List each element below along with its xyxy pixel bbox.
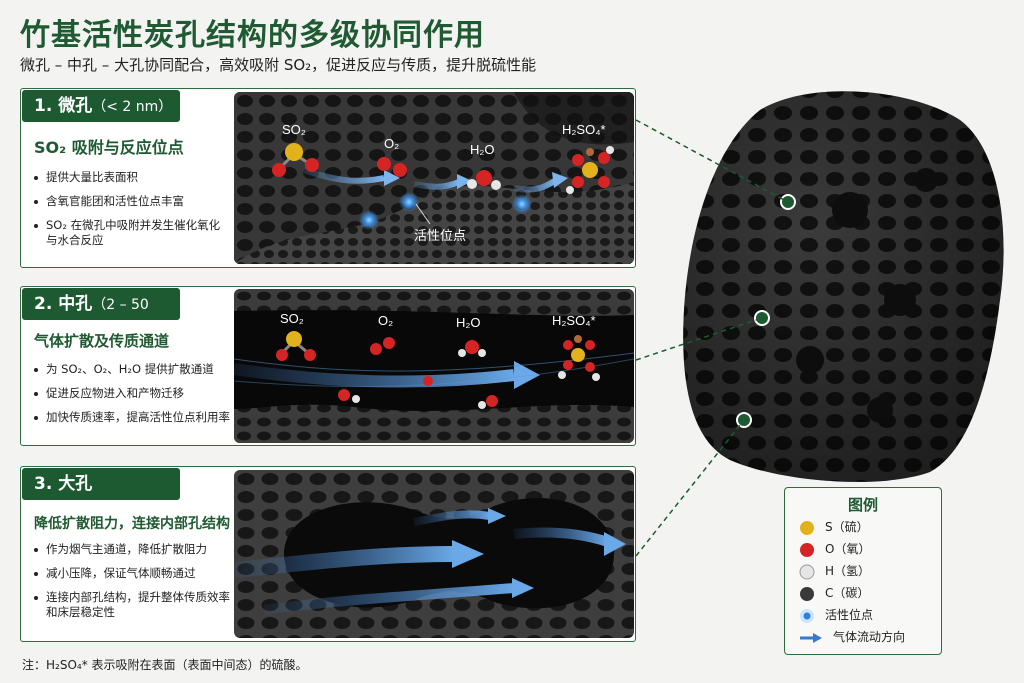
page-subtitle: 微孔 – 中孔 – 大孔协同配合，高效吸附 SO₂，促进反应与传质，提升脱硫性能 [20,56,537,74]
macropore-illustration [234,470,634,638]
mesopore-range: （2 – 50 nm） [34,297,149,346]
micro-label-h2o: H₂O [470,142,495,157]
micro-label-o2: O₂ [384,136,399,151]
legend-label: H（氢） [825,564,871,578]
legend-item-carbon: C（碳） [799,584,869,602]
legend-item-hydrogen: H（氢） [799,562,870,580]
micropore-badge: 1. 微孔（< 2 nm） [22,90,180,122]
mesopore-badge-label: 2. 中孔 [34,294,93,314]
legend-title: 图例 [847,496,878,514]
mesopore-bullets: 为 SO₂、O₂、H₂O 提供扩散通道 促进反应物进入和产物迁移 加快传质速率，… [34,362,230,434]
macropore-bullet: 减小压降，保证气体顺畅通过 [34,566,230,581]
sulfur-atom-icon [800,520,814,535]
micropore-bullets: 提供大量比表面积 含氧官能团和活性位点丰富 SO₂ 在微孔中吸附并发生催化氧化与… [34,170,230,257]
micropore-heading: SO₂ 吸附与反应位点 [34,138,184,157]
micropore-range: （< 2 nm） [92,99,173,115]
legend-label: C（碳） [825,586,870,600]
macropore-bullet: 作为烟气主通道，降低扩散阻力 [34,542,230,557]
page-title: 竹基活性炭孔结构的多级协同作用 [20,18,485,53]
legend-label: O（氧） [825,542,871,556]
legend-label: 气体流动方向 [833,630,906,644]
footnote: 注：H₂SO₄* 表示吸附在表面（表面中间态）的硫酸。 [22,658,308,672]
mesopore-heading: 气体扩散及传质通道 [34,332,170,350]
micropore-bullet: SO₂ 在微孔中吸附并发生催化氧化与水合反应 [34,218,230,248]
mesopore-badge: 2. 中孔（2 – 50 nm） [22,288,180,346]
mesopore-bullet: 为 SO₂、O₂、H₂O 提供扩散通道 [34,362,230,377]
macropore-badge: 3. 大孔 （> 50 nm） [22,468,180,525]
micropore-badge-label: 1. 微孔 [34,96,93,116]
legend-label: S（硫） [825,520,869,534]
micro-label-h2so4: H₂SO₄* [562,122,606,137]
macropore-badge-label: 3. 大孔 [34,474,93,494]
macropore-bullets: 作为烟气主通道，降低扩散阻力 减小压降，保证气体顺畅通过 连接内部孔结构，提升整… [34,542,230,629]
gas-flow-arrow-icon [800,632,822,643]
macropore-range: （> 50 nm） [34,509,123,525]
micropore-illustration: SO₂ O₂ H₂O H₂SO₄* 活性位点 [234,92,634,264]
meso-label-so2: SO₂ [280,311,304,326]
macropore-heading: 降低扩散阻力，连接内部孔结构 [34,516,230,532]
legend-item-active-site: 活性位点 [799,606,873,624]
micropore-bullet: 含氧官能团和活性位点丰富 [34,194,230,209]
active-site-glow-icon [800,608,814,623]
oxygen-atom-icon [800,542,814,557]
meso-label-h2so4: H₂SO₄* [552,313,596,328]
legend-item-oxygen: O（氧） [799,540,870,558]
mesopore-illustration: SO₂ O₂ H₂O H₂SO₄* [234,289,634,443]
hydrogen-atom-icon [799,564,815,579]
legend-box: 图例 S（硫） O（氧） H（氢） C（碳） 活性位点 气体流动方向 [784,487,942,655]
legend-label: 活性位点 [825,608,874,622]
meso-label-o2: O₂ [378,313,393,328]
meso-label-h2o: H₂O [456,315,481,330]
legend-item-gas-flow: 气体流动方向 [799,628,905,646]
micro-label-so2: SO₂ [282,122,306,137]
micro-label-active-site: 活性位点 [414,229,466,244]
carbon-atom-icon [800,586,814,601]
legend-item-sulfur: S（硫） [799,518,869,536]
micropore-bullet: 提供大量比表面积 [34,170,230,185]
macropore-bullet: 连接内部孔结构，提升整体传质效率和床层稳定性 [34,590,230,620]
mesopore-bullet: 加快传质速率，提高活性位点利用率 [34,410,230,425]
mesopore-bullet: 促进反应物进入和产物迁移 [34,386,230,401]
